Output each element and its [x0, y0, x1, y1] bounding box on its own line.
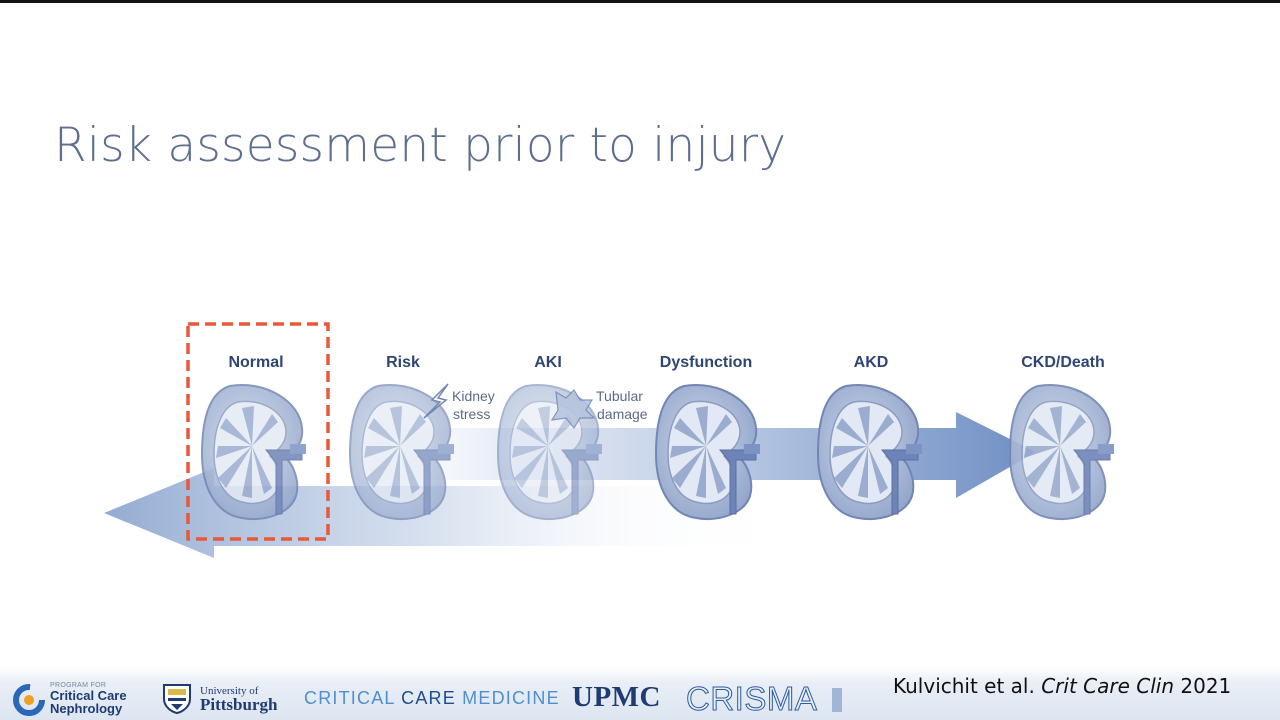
citation-journal: Crit Care Clin [1041, 674, 1175, 698]
stage-label-aki: AKI [534, 354, 562, 371]
kidney-stress-line2: stress [453, 406, 490, 422]
kidney-normal [201, 384, 307, 521]
tubular-damage-line2: damage [597, 406, 648, 422]
footer-logo-bar [0, 667, 1280, 720]
ccn-line1: Critical Care [50, 688, 127, 703]
kidney-ckd-death [1009, 384, 1115, 521]
damage-burst-icon [550, 389, 596, 430]
pitt-line1: University of [200, 685, 259, 697]
ccm-medicine: MEDICINE [462, 688, 560, 708]
stage-label-dysfunction: Dysfunction [660, 354, 752, 371]
ccn-logo-icon [13, 684, 45, 716]
ccm-critical: CRITICAL [304, 688, 402, 708]
critical-care-nephrology-logo: PROGRAM FOR Critical Care Nephrology [12, 679, 152, 716]
ccm-care: CARE [401, 688, 463, 708]
citation-authors: Kulvichit et al. [893, 674, 1042, 698]
pitt-line2: Pittsburgh [200, 695, 278, 714]
pitt-crest-icon [163, 684, 191, 715]
ccn-program-text: PROGRAM FOR [50, 682, 107, 689]
ccn-line2: Nephrology [50, 701, 123, 716]
top-border [0, 0, 1280, 3]
normal-highlight-box [186, 322, 330, 541]
kidney-stress-line1: Kidney [452, 388, 495, 404]
stage-label-akd: AKD [854, 354, 889, 371]
university-of-pittsburgh-logo: University of Pittsburgh [160, 681, 300, 715]
citation: Kulvichit et al. Crit Care Clin 2021 [893, 674, 1231, 698]
tubular-damage-line1: Tubular [596, 388, 643, 404]
kidney-akd [817, 384, 923, 521]
stage-label-ckd-death: CKD/Death [1021, 354, 1105, 371]
crisma-logo: CRISMA [685, 680, 818, 718]
critical-care-medicine-logo: CRITICAL CARE MEDICINE [304, 688, 560, 709]
citation-year: 2021 [1174, 674, 1232, 698]
stage-label-normal: Normal [228, 354, 283, 371]
stage-label-risk: Risk [386, 354, 420, 371]
kidney-dysfunction [655, 384, 761, 521]
lightning-icon [423, 383, 449, 419]
crisma-logo-bar [832, 688, 842, 712]
upmc-logo: UPMC [572, 681, 661, 713]
slide-title: Risk assessment prior to injury [54, 118, 787, 173]
